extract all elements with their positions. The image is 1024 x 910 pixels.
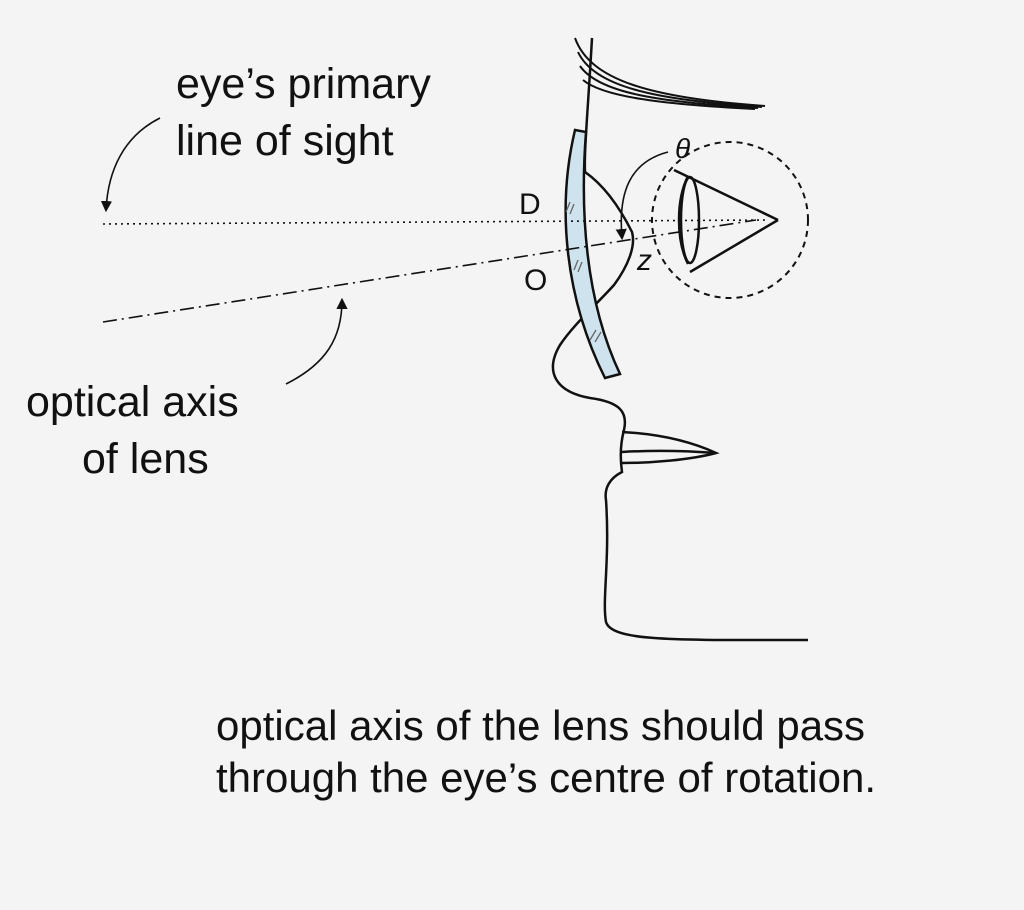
z-distance-label: z: [636, 244, 652, 277]
caption-line-1: optical axis of the lens should pass: [216, 702, 866, 749]
face-profile: [551, 37, 809, 642]
spectacle-lens: [564, 128, 622, 380]
optical-axis-line: [102, 219, 757, 323]
eye-lids: [673, 168, 779, 274]
point-d-label: D: [519, 188, 541, 221]
mouth: [621, 430, 720, 465]
point-o-label: O: [524, 264, 547, 297]
line-of-sight-label-line1: eye’s primary: [176, 60, 431, 108]
line-of-sight-label-line2: line of sight: [176, 117, 394, 165]
optical-axis-label-line2: of lens: [82, 435, 209, 483]
theta-label: θ: [675, 133, 690, 164]
optical-axis-label-line1: optical axis: [26, 378, 239, 426]
diagram-caption: optical axis of the lens should pass thr…: [216, 700, 1006, 804]
eye-iris: [679, 175, 701, 265]
primary-line-of-sight: [102, 219, 767, 225]
lens-highlight-marks: [565, 201, 602, 343]
theta-angle-arrow: [615, 151, 669, 241]
optical-axis-pointer-arrow: [285, 297, 348, 385]
caption-line-2: through the eye’s centre of rotation.: [216, 754, 876, 801]
eyebrow: [574, 37, 766, 110]
line-of-sight-pointer-arrow: [100, 117, 161, 213]
centre-of-rotation-circle: [651, 141, 809, 299]
